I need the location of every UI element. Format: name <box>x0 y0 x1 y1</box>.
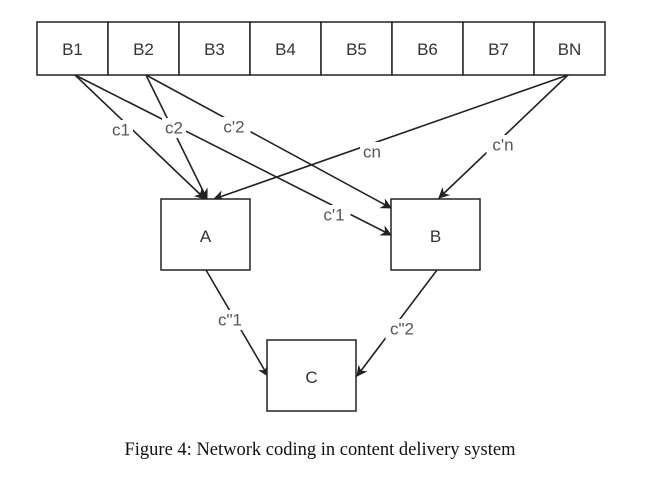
source-block-label: B1 <box>62 40 83 59</box>
source-block-rect <box>391 21 464 76</box>
source-block-b6: B6 <box>391 21 464 76</box>
nodes-layer: A B C <box>160 198 481 412</box>
node-rect <box>160 198 251 271</box>
source-block-row: B1 B2 B3 B4 B5 B6 B7 BN <box>36 21 606 76</box>
figure-caption: Figure 4: Network coding in content deli… <box>124 440 516 460</box>
edges-layer <box>74 74 569 377</box>
edge-label-background <box>486 135 520 155</box>
edge-label: c'2 <box>223 118 244 137</box>
edge-label-group: c"2 <box>385 319 419 339</box>
source-block-b3: B3 <box>178 21 251 76</box>
source-block-rect <box>320 21 393 76</box>
edge-label-background <box>385 319 419 339</box>
edge-label-background <box>213 310 247 330</box>
edge-label: c1 <box>112 121 130 140</box>
source-block-label: B5 <box>346 40 367 59</box>
source-block-rect <box>533 21 606 76</box>
edge-label-background <box>317 205 351 225</box>
edge-label-background <box>217 117 251 137</box>
source-block-label: B4 <box>275 40 296 59</box>
edge-label-group: c'n <box>486 135 520 155</box>
source-block-label: BN <box>558 40 582 59</box>
source-block-rect <box>107 21 180 76</box>
edge-label-group: cn <box>360 142 384 162</box>
edge-label: c"1 <box>218 311 242 330</box>
edge-label-group: c2 <box>162 118 186 138</box>
edge-arrow <box>212 74 569 201</box>
node-rect <box>390 198 481 271</box>
edge-label: c"2 <box>390 320 414 339</box>
edge-label-background <box>109 120 133 140</box>
edge-label-group: c1 <box>109 120 133 140</box>
source-block-b7: B7 <box>462 21 535 76</box>
edge-label-group: c'2 <box>217 117 251 137</box>
source-block-b1: B1 <box>36 21 109 76</box>
source-block-label: B2 <box>133 40 154 59</box>
source-block-b5: B5 <box>320 21 393 76</box>
edge-label: cn <box>363 143 381 162</box>
edge-labels-layer: c1 c2 cn c'1 c'2 c'n c"1 c"2 <box>109 117 520 339</box>
source-block-bn: BN <box>533 21 606 76</box>
source-block-label: B6 <box>417 40 438 59</box>
edge-bn-to-a <box>212 74 569 201</box>
source-block-label: B7 <box>488 40 509 59</box>
edge-arrow <box>145 74 392 209</box>
node-b: B <box>390 198 481 271</box>
edge-label-background <box>162 118 186 138</box>
source-block-rect <box>178 21 251 76</box>
node-label: B <box>430 227 441 246</box>
edge-label-background <box>360 142 384 162</box>
node-rect <box>266 339 357 412</box>
edge-label-group: c"1 <box>213 310 247 330</box>
node-label: A <box>200 227 212 246</box>
source-block-rect <box>249 21 322 76</box>
edge-label: c'n <box>492 136 513 155</box>
source-block-label: B3 <box>204 40 225 59</box>
node-label: C <box>305 368 317 387</box>
node-c: C <box>266 339 357 412</box>
node-a: A <box>160 198 251 271</box>
source-block-b4: B4 <box>249 21 322 76</box>
edge-b2-to-b <box>145 74 392 209</box>
source-block-b2: B2 <box>107 21 180 76</box>
edge-b1-to-a <box>74 74 206 200</box>
edge-label: c'1 <box>323 206 344 225</box>
source-block-rect <box>36 21 109 76</box>
edge-label-group: c'1 <box>317 205 351 225</box>
edge-label: c2 <box>165 119 183 138</box>
edge-arrow <box>74 74 206 200</box>
